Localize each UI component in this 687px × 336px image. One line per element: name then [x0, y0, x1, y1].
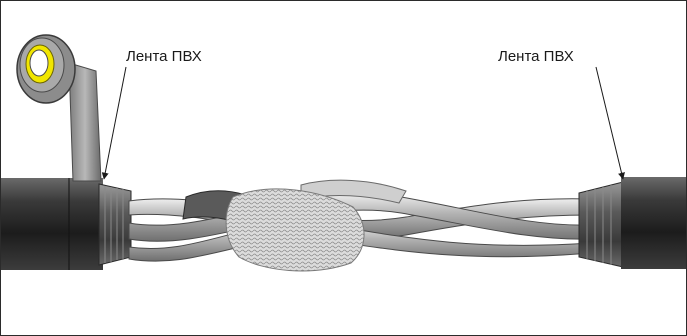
pvc-tape-label-right: Лента ПВХ — [498, 49, 574, 64]
pvc-tape-roll-icon — [17, 35, 75, 103]
right-cable-sheath — [621, 177, 687, 269]
left-cable-sheath — [1, 178, 103, 270]
pvc-tape-label-left: Лента ПВХ — [126, 49, 202, 64]
right-leader-line — [596, 67, 623, 179]
left-leader-line — [104, 67, 126, 179]
right-pvc-tape-band — [579, 182, 623, 267]
left-pvc-tape-band — [99, 184, 131, 265]
